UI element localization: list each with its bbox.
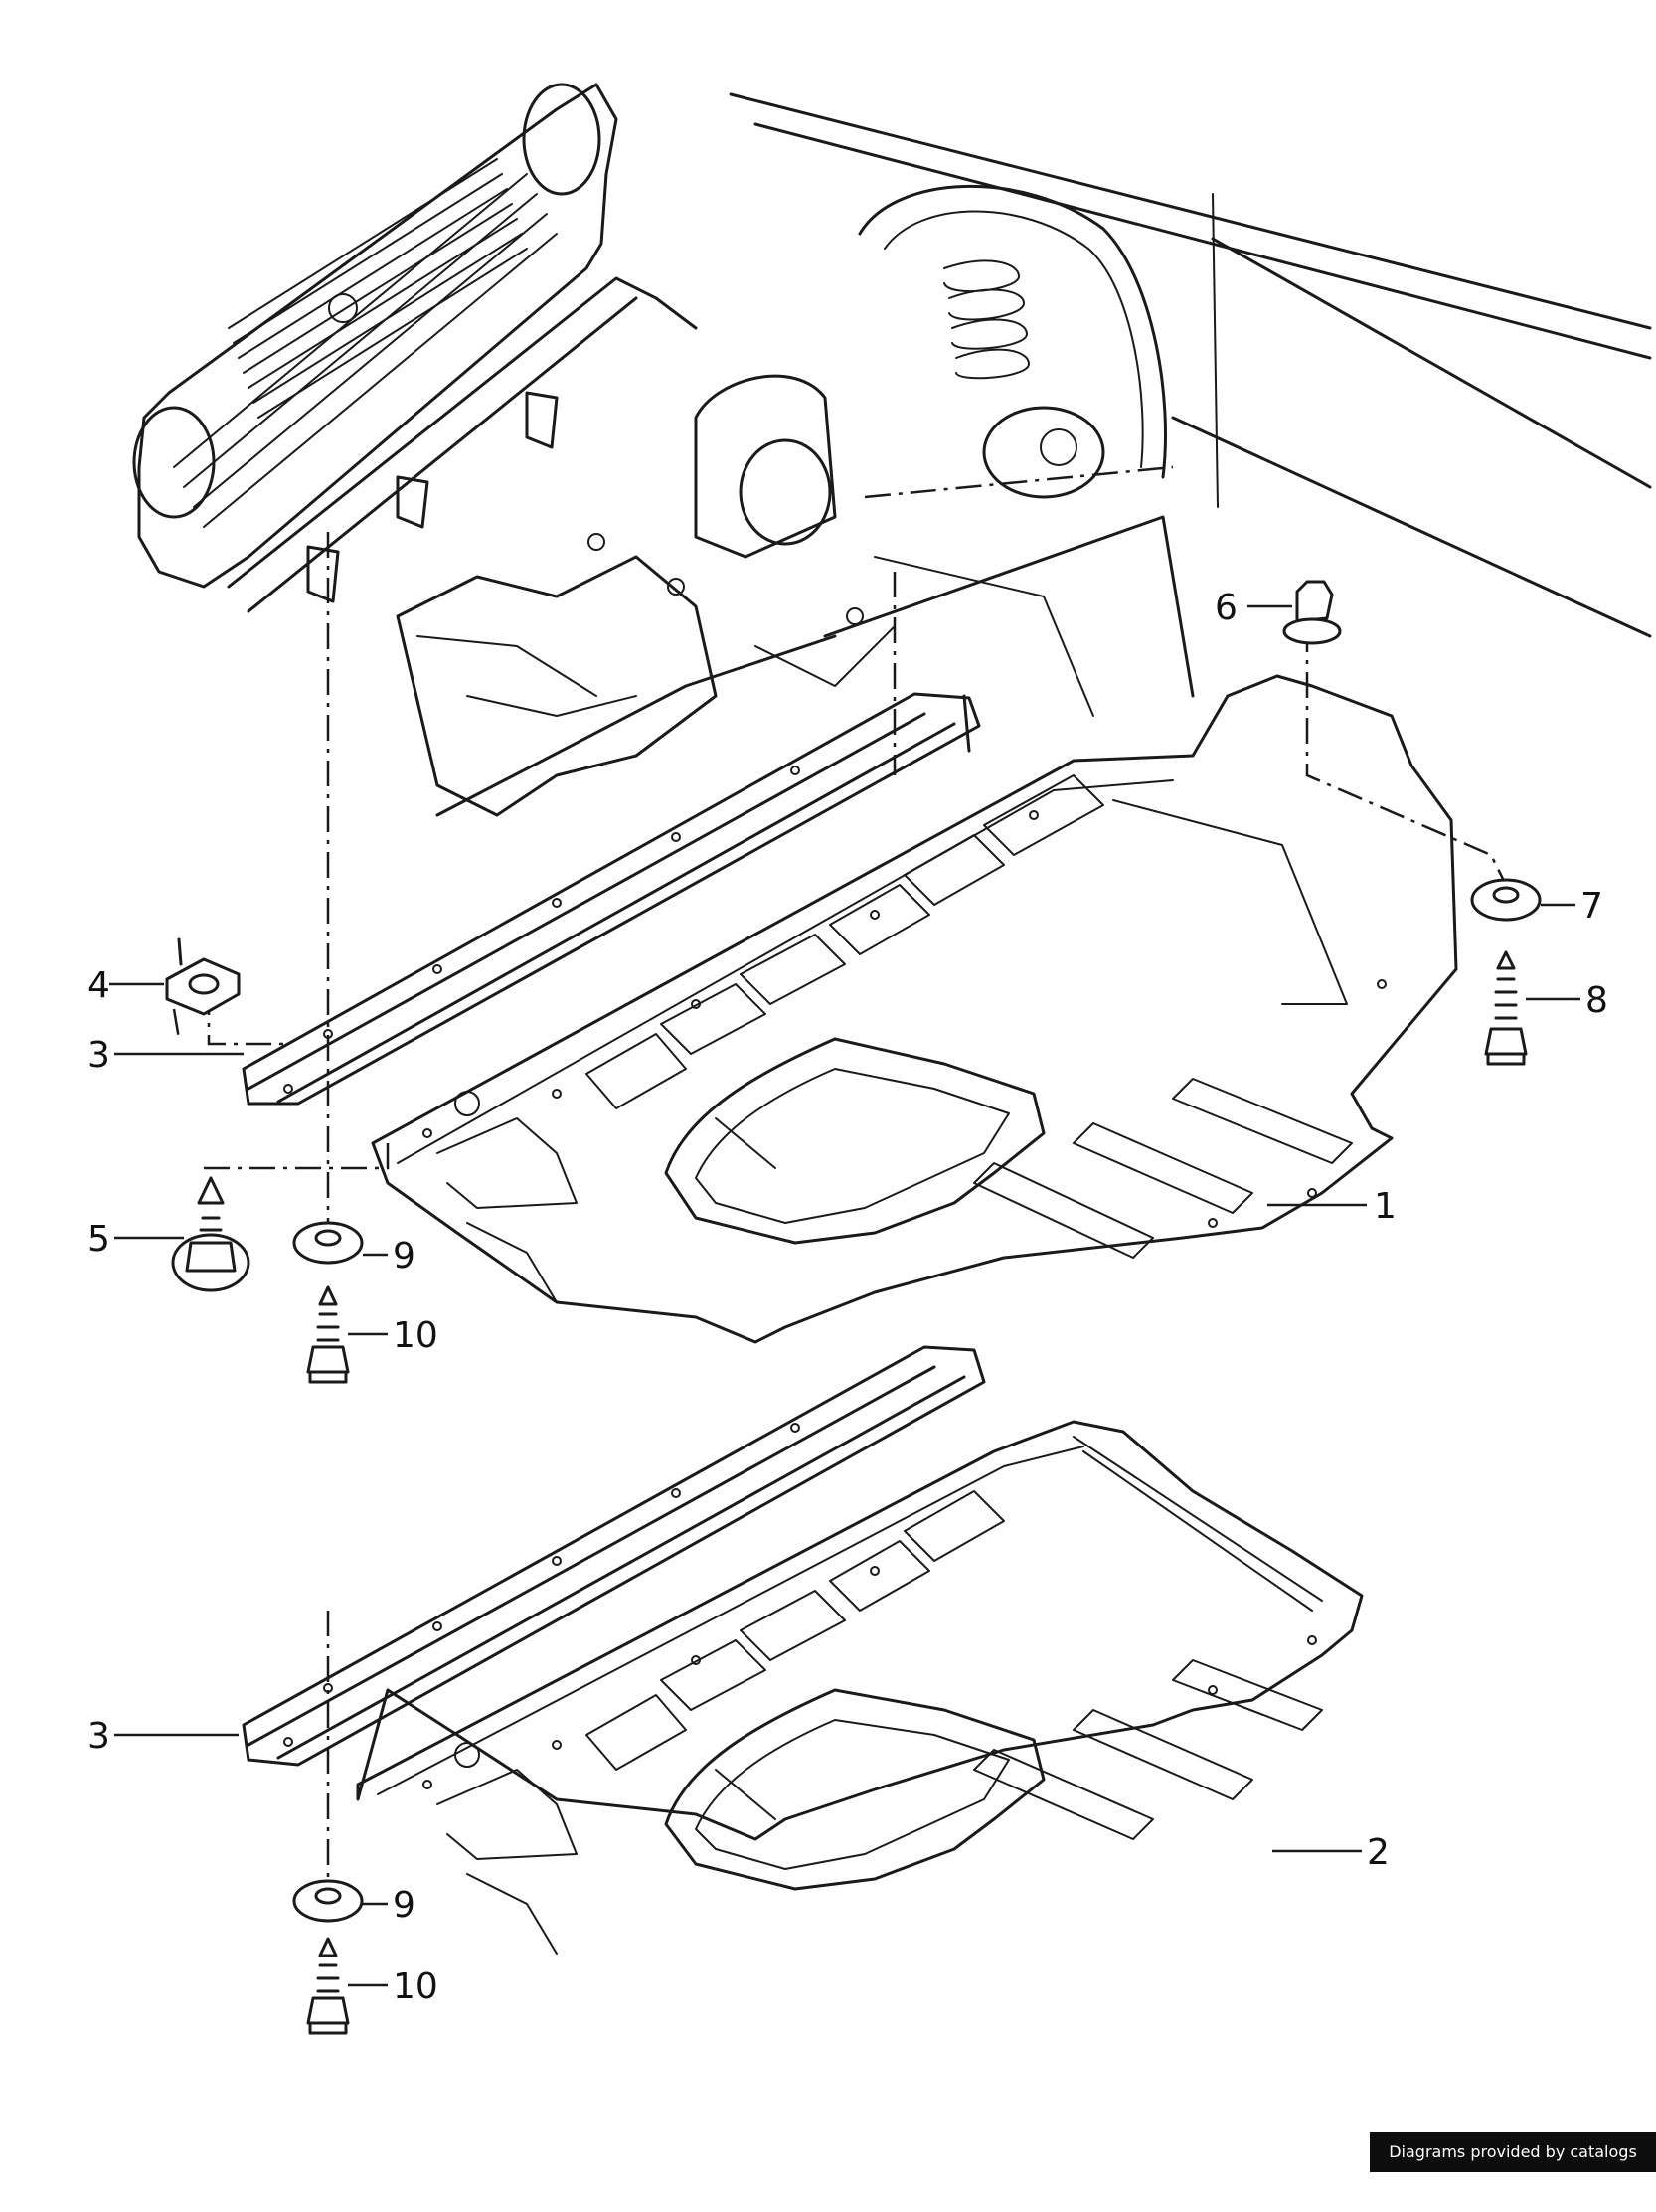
- headlight-right: [522, 83, 601, 196]
- callout-7: 7: [1580, 886, 1603, 927]
- callout-leaders: [109, 604, 1580, 1987]
- callout-2: 2: [1367, 1832, 1390, 1873]
- clip-nut: [165, 937, 241, 1016]
- tapping-screw-upper-right: [1484, 950, 1528, 1066]
- rubber-grommet: [1282, 580, 1342, 645]
- callout-labels: 1 2 3 3 4 5 6 7 8 9 10 9 10: [87, 588, 1608, 2007]
- engine-undertray-2: [356, 1420, 1364, 1955]
- washer-upper-right: [1470, 878, 1542, 922]
- trim-strip-upper: [242, 692, 981, 1106]
- coil-spring: [943, 259, 1030, 380]
- engine-undertray-1: [371, 674, 1458, 1344]
- vehicle-underbody: [132, 83, 1652, 817]
- washer-upper: [292, 1221, 364, 1265]
- callout-10-lower: 10: [393, 1966, 438, 2007]
- tapping-screw-upper: [306, 1285, 350, 1384]
- callout-8: 8: [1585, 980, 1608, 1021]
- callout-10-upper: 10: [393, 1315, 438, 1356]
- expanding-fastener: [171, 1176, 250, 1292]
- callout-3-lower: 3: [87, 1716, 110, 1757]
- engine-housing: [739, 438, 832, 546]
- grille: [228, 158, 528, 419]
- callout-9-upper: 9: [393, 1236, 415, 1276]
- hub-assembly: [982, 406, 1105, 499]
- callout-4: 4: [87, 965, 110, 1006]
- callout-1: 1: [1374, 1186, 1397, 1227]
- callout-6: 6: [1215, 588, 1238, 628]
- callout-5: 5: [87, 1219, 110, 1260]
- tapping-screw-lower: [306, 1937, 350, 2035]
- washer-lower: [292, 1879, 364, 1923]
- callout-3-upper: 3: [87, 1035, 110, 1076]
- assembly-centerlines: [172, 465, 1508, 1899]
- headlight-left: [132, 406, 216, 519]
- credit-banner: Diagrams provided by catalogs parts: [1370, 2132, 1656, 2201]
- callout-9-lower: 9: [393, 1885, 415, 1926]
